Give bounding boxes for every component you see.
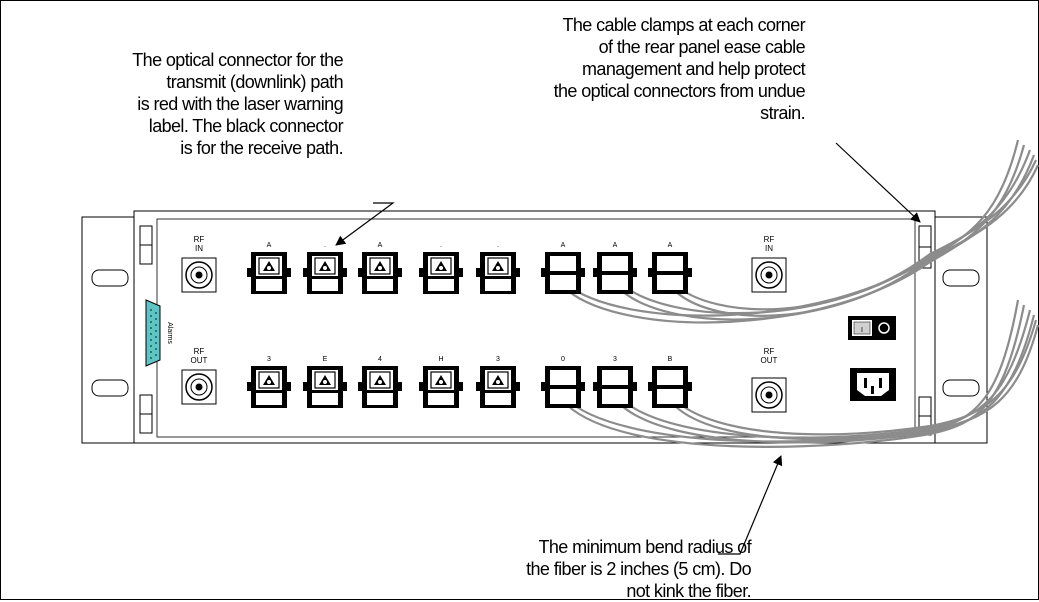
optical-connector-top-7 — [593, 252, 637, 294]
clamp-leader-line — [835, 142, 921, 223]
bottom-port-labels: 3 E 4 H 3 0 3 B — [267, 356, 673, 363]
cable-clamp-top-left — [139, 225, 153, 265]
callout-line: is for the receive path. — [180, 138, 343, 158]
transmit-leader-line — [335, 202, 395, 246]
cable-clamp-callout: The cable clamps at each corner of the r… — [553, 14, 806, 124]
optical-connector-top-8 — [648, 252, 692, 294]
callout-line: The cable clamps at each corner — [562, 15, 805, 35]
callout-line: the fiber is 2 inches (5 cm). Do — [526, 559, 751, 579]
port-label: A — [561, 242, 566, 249]
fiber-bundle-bottom — [564, 299, 1039, 448]
callout-line: strain. — [760, 103, 805, 123]
callout-line: not kink the fiber. — [626, 581, 751, 601]
transmit-connector-callout: The optical connector for the transmit (… — [132, 49, 343, 159]
optical-connector-bottom-3 — [357, 365, 403, 409]
optical-connector-top-6 — [541, 252, 585, 294]
port-label: B — [668, 356, 673, 363]
optical-connector-bottom-6 — [541, 366, 585, 408]
port-label: H — [438, 356, 443, 363]
port-label: . — [324, 242, 326, 249]
rf-connector-right-out — [751, 377, 787, 413]
alarms-label: Alarms — [166, 322, 173, 344]
port-label: . — [497, 242, 499, 249]
callout-line: transmit (downlink) path — [166, 72, 343, 92]
power-switch: I — [848, 316, 896, 340]
top-port-labels: A . A . . A A A — [267, 242, 673, 249]
callout-line: is red with the laser warning — [137, 94, 343, 114]
optical-connector-bottom-2 — [302, 365, 348, 409]
port-label: E — [323, 356, 328, 363]
rf-connector-right-in — [751, 257, 787, 293]
cable-clamp-bottom-left — [139, 394, 153, 434]
optical-connector-top-4 — [418, 251, 464, 295]
port-label: . — [440, 242, 442, 249]
port-label: A — [378, 242, 383, 249]
callout-line: the optical connectors from undue — [553, 81, 806, 101]
port-label: 0 — [561, 356, 565, 363]
optical-connector-top-3 — [357, 251, 403, 295]
power-inlet — [850, 368, 896, 401]
callout-line: The optical connector for the — [132, 50, 343, 70]
alarms-connector — [145, 299, 161, 367]
callout-line: of the rear panel ease cable — [598, 37, 806, 57]
front-panel — [133, 210, 936, 444]
bend-leader-line — [718, 455, 783, 555]
rack-ear-left — [81, 216, 135, 444]
port-label: A — [613, 242, 618, 249]
rf-connector-left-in — [181, 257, 217, 293]
port-label: A — [267, 242, 272, 249]
port-label: 4 — [378, 356, 382, 363]
callout-line: The minimum bend radius of — [538, 537, 751, 557]
optical-connector-bottom-7 — [593, 366, 637, 408]
switch-on-symbol: I — [861, 327, 863, 334]
port-label: 3 — [267, 356, 271, 363]
port-label: 3 — [613, 356, 617, 363]
optical-connector-bottom-5 — [475, 365, 521, 409]
port-label: 3 — [496, 356, 500, 363]
optical-connector-top-2 — [302, 251, 348, 295]
rf-connector-left-out — [181, 369, 217, 405]
fiber-bundle-top — [564, 139, 1039, 324]
optical-connector-bottom-1 — [246, 365, 292, 409]
optical-connector-top-5 — [475, 251, 521, 295]
callout-line: label. The black connector — [148, 116, 344, 136]
optical-connector-top-1 — [246, 251, 292, 295]
port-label: A — [668, 242, 673, 249]
bend-radius-callout: The minimum bend radius of the fiber is … — [526, 536, 751, 602]
optical-connector-bottom-4 — [418, 365, 464, 409]
optical-connector-bottom-8 — [648, 366, 692, 408]
callout-line: management and help protect — [582, 59, 806, 79]
